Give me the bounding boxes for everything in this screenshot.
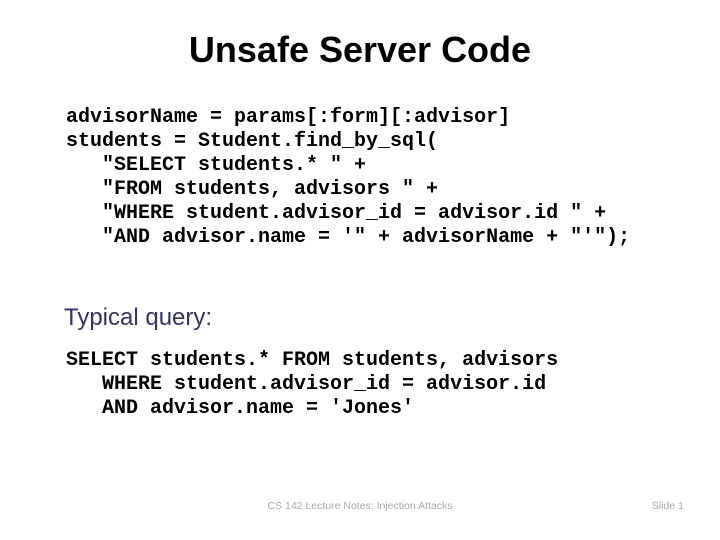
unsafe-server-code-block: advisorName = params[:form][:advisor] st… <box>66 106 631 249</box>
slide-footer: CS 142 Lecture Notes: Injection Attacks … <box>0 500 720 514</box>
slide-title: Unsafe Server Code <box>188 29 532 70</box>
footer-slide-number: Slide 1 <box>651 500 684 512</box>
typical-query-label: Typical query: <box>64 304 213 331</box>
typical-query-code-block: SELECT students.* FROM students, advisor… <box>66 349 559 420</box>
footer-lecture-notes: CS 142 Lecture Notes: Injection Attacks <box>267 500 453 512</box>
